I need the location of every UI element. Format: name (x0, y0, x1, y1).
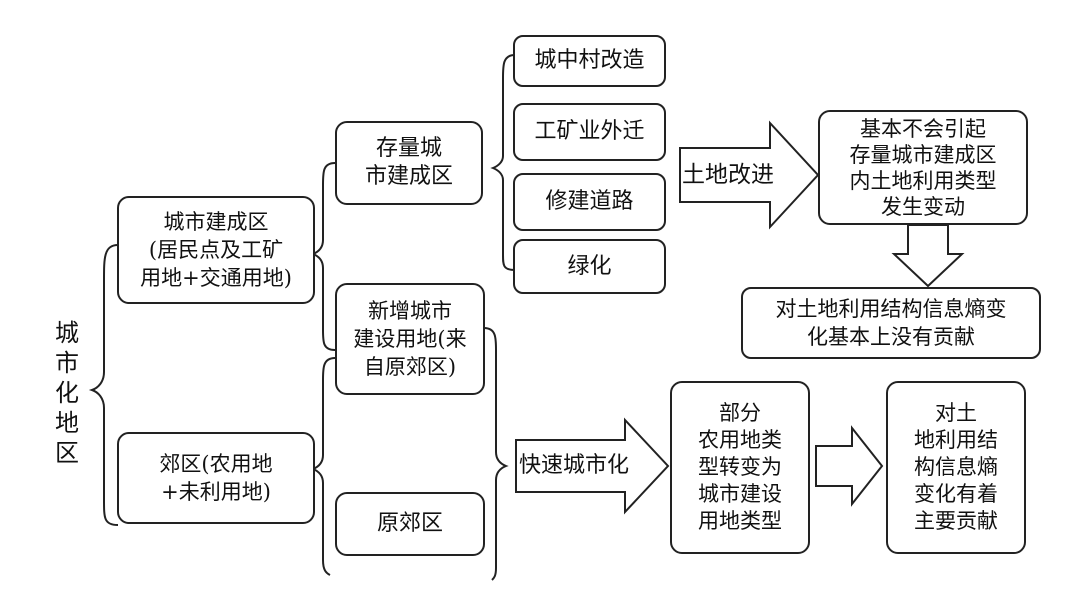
root-brace (88, 244, 119, 526)
existing-brace (490, 54, 516, 271)
built-area-box: 城市建成区 (居民点及工矿 用地+交通用地) (117, 196, 315, 304)
road-construction-box: 修建道路 (513, 173, 666, 231)
new-construction-land-box: 新增城市 建设用地(来 自原郊区) (335, 283, 485, 395)
no-contribution-box: 对土地利用结构信息熵变 化基本上没有贡献 (741, 287, 1041, 359)
root-label: 城 市 化 地 区 (55, 319, 79, 467)
land-improvement-label: 土地改进 (682, 162, 774, 188)
suburb-brace (310, 357, 336, 576)
result-arrow (815, 425, 884, 507)
existing-built-area-box: 存量城 市建成区 (335, 121, 483, 205)
rapid-urbanization-arrow (515, 417, 670, 515)
down-arrow (891, 224, 965, 288)
urban-village-renovation-box: 城中村改造 (513, 35, 666, 87)
original-suburb-box: 原郊区 (335, 492, 485, 556)
suburb-box: 郊区(农用地 +未利用地) (117, 432, 315, 524)
major-contribution-box: 对土 地利用结 构信息熵 变化有着 主要贡献 (886, 381, 1026, 554)
partial-conversion-box: 部分 农用地类 型转变为 城市建设 用地类型 (670, 381, 810, 554)
greening-box: 绿化 (513, 239, 666, 294)
built-area-brace (310, 162, 336, 351)
urbanization-brace (483, 327, 509, 581)
land-improvement-arrow (679, 120, 820, 230)
rapid-urbanization-label: 快速城市化 (518, 453, 629, 478)
industry-relocation-box: 工矿业外迁 (513, 103, 666, 161)
no-type-change-box: 基本不会引起 存量城市建成区 内土地利用类型 发生变动 (818, 110, 1028, 225)
